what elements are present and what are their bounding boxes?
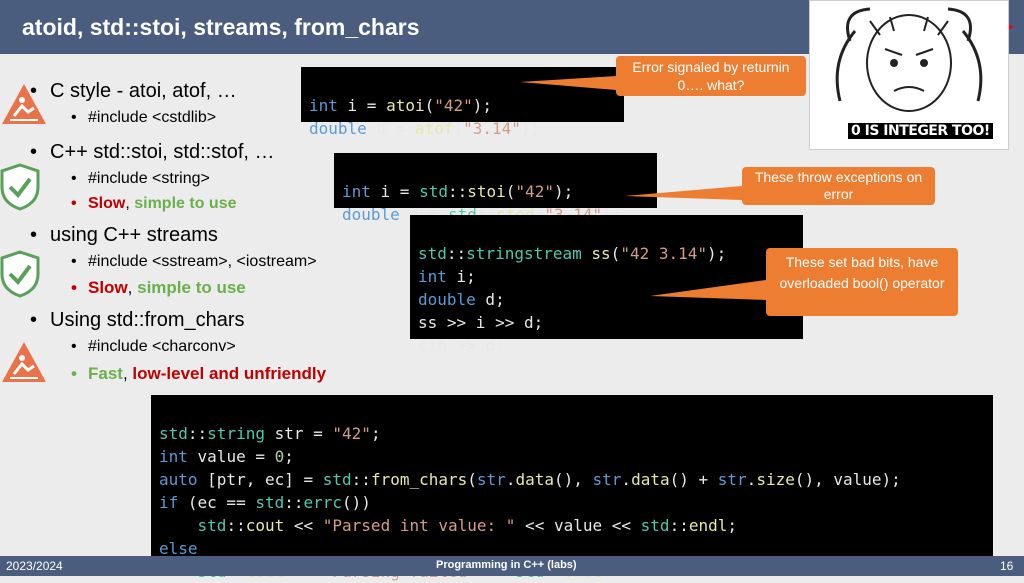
code-line: std::cout << "Parsed int value: " << val…: [197, 516, 737, 535]
callout-error-zero: Error signaled by returnin 0…. what?: [616, 56, 806, 96]
shield-check-icon: [0, 163, 40, 211]
bullet-c-style: •C style - atoi, atof, …: [30, 80, 237, 102]
bullet-streams-perf: •Slow, simple to use: [71, 278, 246, 297]
bullet-string-include: •#include <string>: [71, 170, 210, 187]
bullet-from-chars: •Using std::from_chars: [30, 309, 245, 331]
slide-title: atoid, std::stoi, streams, from_chars: [22, 14, 420, 40]
code-line: if (ec == std::errc()): [159, 493, 371, 512]
code-line: auto [ptr, ec] = std::from_chars(str.dat…: [159, 470, 901, 489]
code-line: int i;: [418, 267, 476, 286]
bullet-stoi-perf: •Slow, simple to use: [71, 195, 237, 212]
footer-bar: [0, 556, 1024, 576]
warning-slip-icon: [2, 84, 46, 124]
bullet-streams: •using C++ streams: [30, 224, 218, 246]
code-block-atoi: int i = atoi("42"); double d = atof("3.1…: [301, 67, 624, 138]
code-block-streams: std::stringstream ss("42 3.14"); int i; …: [410, 215, 803, 355]
code-line: int i = atoi("42");: [309, 96, 493, 115]
code-line: cin >> d;: [418, 336, 505, 355]
warning-slip-icon-2: [2, 342, 46, 382]
code-line: double d;: [418, 290, 505, 309]
code-line: else: [159, 539, 198, 558]
code-line: std::stringstream ss("42 3.14");: [418, 244, 727, 263]
bullet-from-chars-perf: •Fast, low-level and unfriendly: [71, 364, 327, 383]
callout-bad-bits: These set bad bits, have overloaded bool…: [766, 248, 958, 316]
shield-check-icon-2: [0, 250, 40, 298]
footer-year: 2023/2024: [6, 559, 63, 573]
code-line: double d = std::stod("3.14");: [342, 205, 621, 224]
bullet-charconv-include: •#include <charconv>: [71, 338, 236, 355]
bullet-sstream-include: •#include <sstream>, <iostream>: [71, 253, 317, 270]
code-line: double d = atof("3.14");: [309, 119, 541, 138]
meme-image: 0 IS INTEGER TOO!: [809, 0, 1009, 150]
footer-page-number: 16: [1000, 559, 1014, 573]
footer-course: Programming in C++ (labs): [436, 559, 577, 571]
code-line: int i = std::stoi("42");: [342, 182, 574, 201]
meme-caption: 0 IS INTEGER TOO!: [848, 123, 993, 139]
code-block-stoi: int i = std::stoi("42"); double d = std:…: [334, 153, 657, 224]
callout-throw-exceptions: These throw exceptions on error: [742, 167, 935, 205]
code-line: std::string str = "42";: [159, 424, 381, 443]
bullet-cstdlib: •#include <cstdlib>: [71, 109, 217, 126]
code-block-from-chars: std::string str = "42"; int value = 0; a…: [151, 395, 993, 581]
code-line: int value = 0;: [159, 447, 294, 466]
bullet-cpp-stoi: •C++ std::stoi, std::stof, …: [30, 141, 275, 163]
code-line: ss >> i >> d;: [418, 313, 544, 332]
